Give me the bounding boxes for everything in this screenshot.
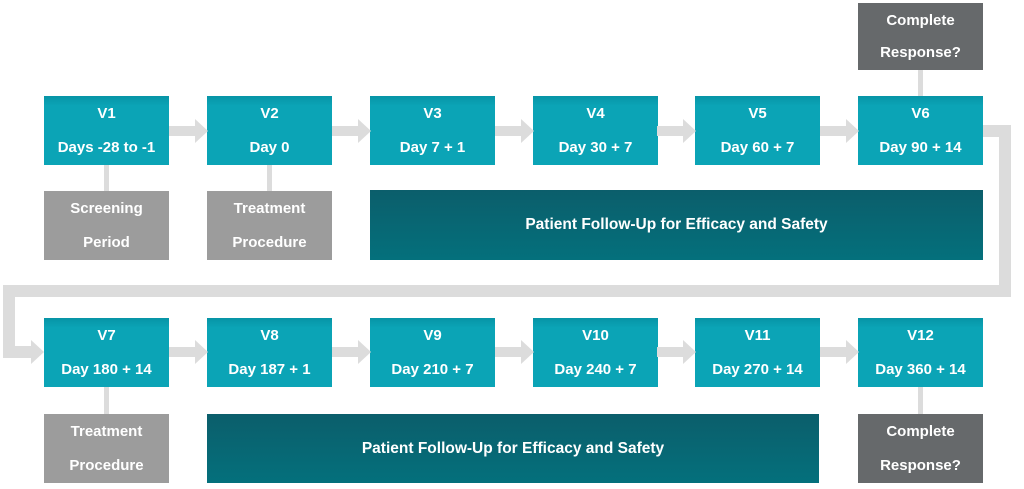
visit-day: Day 270 + 14: [712, 361, 803, 378]
visit-id: V8: [260, 327, 279, 344]
visit-day: Day 360 + 14: [875, 361, 966, 378]
treatment-procedure-note-bottom: Treatment Procedure: [44, 414, 169, 483]
wrap-connector-arrow-shaft: [3, 346, 31, 358]
visit-id: V7: [97, 327, 116, 344]
note-line: Response?: [880, 44, 961, 61]
visit-id: V4: [586, 105, 605, 122]
note-line: Complete: [886, 12, 955, 29]
visit-box-v9: V9 Day 210 + 7: [370, 318, 495, 387]
note-line: Period: [83, 234, 130, 251]
note-line: Treatment: [233, 200, 306, 217]
visit-day: Day 7 + 1: [399, 139, 466, 156]
visit-box-v6: V6 Day 90 + 14: [858, 96, 983, 165]
screening-period-note: Screening Period: [44, 191, 169, 260]
wrap-connector-right-vertical: [999, 125, 1011, 297]
arrow-right-icon: [495, 119, 534, 143]
complete-response-note-bottom: Complete Response?: [858, 414, 983, 483]
note-line: Procedure: [232, 234, 307, 251]
visit-day: Day 30 + 7: [558, 139, 633, 156]
visit-id: V1: [97, 105, 116, 122]
visit-id: V2: [260, 105, 279, 122]
treatment-procedure-note-top: Treatment Procedure: [207, 191, 332, 260]
visit-day: Day 240 + 7: [554, 361, 637, 378]
visit-id: V3: [423, 105, 442, 122]
visit-id: V5: [748, 105, 767, 122]
visit-box-v11: V11 Day 270 + 14: [695, 318, 820, 387]
visit-id: V11: [744, 327, 771, 344]
wrap-connector-horizontal: [3, 285, 1011, 297]
complete-response-note-top: Complete Response?: [858, 3, 983, 70]
arrow-right-icon: [820, 340, 859, 364]
connector-v7-treatment: [104, 387, 109, 414]
visit-box-v5: V5 Day 60 + 7: [695, 96, 820, 165]
arrow-right-icon: [332, 340, 371, 364]
connector-v1-screening: [104, 165, 109, 191]
visit-day: Days -28 to -1: [57, 139, 156, 156]
visit-day: Day 210 + 7: [391, 361, 474, 378]
arrow-right-icon: [169, 340, 208, 364]
connector-v12-complete: [918, 387, 923, 414]
wrap-connector-left-vertical: [3, 285, 15, 358]
followup-bar-bottom: Patient Follow-Up for Efficacy and Safet…: [207, 414, 819, 483]
arrow-right-icon: [495, 340, 534, 364]
note-line: Response?: [880, 457, 961, 474]
followup-label: Patient Follow-Up for Efficacy and Safet…: [525, 216, 828, 233]
note-line: Screening: [70, 200, 143, 217]
visit-box-v8: V8 Day 187 + 1: [207, 318, 332, 387]
arrow-right-icon: [31, 340, 44, 364]
connector-v2-treatment: [267, 165, 272, 191]
visit-day: Day 60 + 7: [720, 139, 795, 156]
visit-id: V9: [423, 327, 442, 344]
followup-bar-top: Patient Follow-Up for Efficacy and Safet…: [370, 190, 983, 260]
arrow-right-icon: [169, 119, 208, 143]
note-line: Treatment: [70, 423, 143, 440]
note-line: Procedure: [69, 457, 144, 474]
arrow-right-icon: [820, 119, 859, 143]
visit-box-v2: V2 Day 0: [207, 96, 332, 165]
followup-label: Patient Follow-Up for Efficacy and Safet…: [361, 439, 665, 457]
arrow-right-icon: [657, 340, 696, 364]
visit-box-v10: V10 Day 240 + 7: [533, 318, 658, 387]
visit-id: V6: [911, 105, 930, 122]
visit-day: Day 180 + 14: [61, 361, 152, 378]
visit-day: Day 0: [249, 139, 290, 156]
arrow-right-icon: [657, 119, 696, 143]
note-line: Complete: [886, 423, 955, 440]
visit-box-v7: V7 Day 180 + 14: [44, 318, 169, 387]
visit-id: V10: [582, 327, 609, 344]
visit-day: Day 187 + 1: [228, 361, 311, 378]
connector-v6-complete: [918, 70, 923, 96]
visit-id: V12: [907, 327, 934, 344]
arrow-right-icon: [332, 119, 371, 143]
visit-day: Day 90 + 14: [879, 139, 962, 156]
visit-box-v1: V1 Days -28 to -1: [44, 96, 169, 165]
visit-box-v4: V4 Day 30 + 7: [533, 96, 658, 165]
visit-box-v3: V3 Day 7 + 1: [370, 96, 495, 165]
visit-box-v12: V12 Day 360 + 14: [858, 318, 983, 387]
